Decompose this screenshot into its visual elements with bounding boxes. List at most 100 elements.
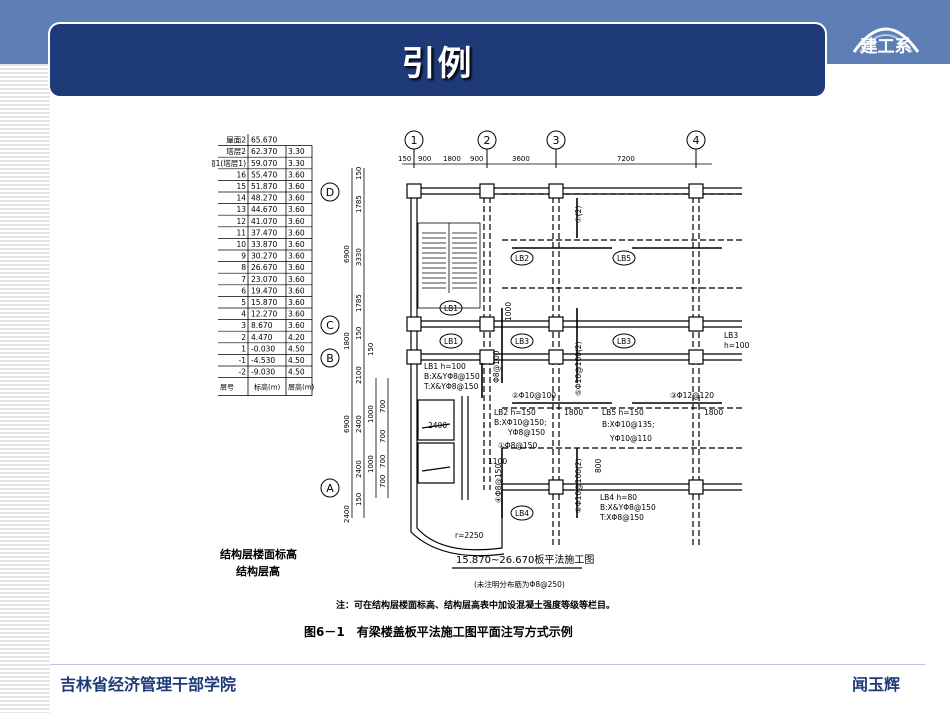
axis-row-A: A (326, 482, 334, 495)
footer-institution: 吉林省经济管理干部学院 (60, 675, 237, 694)
anno-lb3-a: LB3 (724, 331, 738, 340)
table-floor: 10 (236, 240, 246, 249)
anno-bar2: ②Φ10@100 (512, 391, 556, 400)
anno-lb4-a: LB4 h=80 (600, 493, 637, 502)
dim-left-3: 1785 (355, 294, 363, 312)
table-elevation: 59.070 (251, 159, 277, 168)
slab-lb3-b: LB3 (612, 333, 636, 349)
table-elevation: 55.470 (251, 170, 277, 179)
anno-bar6: ⑥Φ10@100(2) (574, 458, 583, 513)
table-floor: 屋面1(塔层1) (212, 158, 246, 168)
slab-lb1-a: LB1 (439, 300, 463, 316)
axis-col-1: 1 (411, 134, 418, 147)
table-floor: 13 (236, 205, 246, 214)
axis-row-B: B (326, 352, 334, 365)
table-elevation: 4.470 (251, 333, 273, 342)
table-head: 层号 (220, 384, 234, 392)
table-height: 3.60 (288, 298, 305, 307)
table-height: 3.60 (288, 286, 305, 295)
table-head: 层高(m) (288, 383, 315, 392)
table-elevation: 12.270 (251, 310, 277, 319)
dim-top-5: 7200 (617, 155, 635, 163)
table-height: 3.60 (288, 228, 305, 237)
dim-left-total-1: 1800 (343, 332, 351, 350)
left-decor-strip (0, 64, 50, 713)
anno-lb4-c: T:XΦ8@150 (599, 513, 644, 522)
anno-bar3: ③Φ12@120 (670, 391, 714, 400)
axis-col-3: 3 (553, 134, 560, 147)
table-height: 3.60 (288, 240, 305, 249)
anno-lb4-b: B:X&YΦ8@150 (600, 503, 656, 512)
anno-lb5-c: YΦ10@110 (609, 434, 652, 443)
table-floor: 14 (236, 194, 246, 203)
table-floor: 2 (241, 333, 246, 342)
table-elevation: -9.030 (251, 368, 275, 377)
slab-lb1-b: LB1 (439, 333, 463, 349)
dept-logo-icon (852, 27, 920, 53)
dim-left-15: 150 (355, 493, 363, 506)
table-height: 4.50 (288, 344, 305, 353)
anno-dim1800b: 1800 (704, 408, 723, 417)
anno-bar1: ①Φ8@150 (498, 441, 537, 450)
dim-left-6: 2100 (355, 366, 363, 384)
anno-dim1100: 1100 (488, 457, 507, 466)
dim-left-total-3: 2400 (343, 505, 351, 523)
anno-lb2-b: B:XΦ10@150; (494, 418, 547, 427)
dim-left-12: 1000 (367, 455, 375, 473)
dim-left-1: 1785 (355, 195, 363, 213)
table-height: 3.60 (288, 275, 305, 284)
slide-title: 引例 (401, 43, 474, 84)
footer-divider (50, 664, 925, 665)
anno-lb1-b: B:X&YΦ8@150 (424, 372, 480, 381)
anno-lb3-b: h=100 (724, 341, 750, 350)
table-elevation: 41.070 (251, 217, 277, 226)
table-floor: 11 (236, 228, 246, 237)
table-elevation: 8.670 (251, 321, 273, 330)
anno-bar5: ⑤Φ10@100(2) (574, 341, 583, 396)
table-elevation: 48.270 (251, 194, 277, 203)
anno-lb5-b: B:XΦ10@135; (602, 420, 655, 429)
anno-lb5-a: LB5 h=150 (602, 408, 644, 417)
table-elevation: 44.670 (251, 205, 277, 214)
slab-lb3-a: LB3 (510, 333, 534, 349)
axis-row-D: D (326, 186, 334, 199)
anno-lb2-a: LB2 h=150 (494, 408, 536, 417)
table-elevation: -4.530 (251, 356, 275, 365)
svg-text:LB3: LB3 (515, 337, 529, 346)
table-height: 3.60 (288, 310, 305, 319)
table-height: 3.60 (288, 217, 305, 226)
table-elevation: 65.670 (251, 136, 277, 145)
dim-left-10: 2400 (355, 415, 363, 433)
dim-left-7: 700 (379, 400, 387, 413)
structural-drawing: 屋面265.670塔层262.3703.30屋面1(塔层1)59.0703.30… (212, 130, 750, 639)
table-floor: 1 (241, 344, 246, 353)
table-height: 3.60 (288, 205, 305, 214)
table-height: 3.60 (288, 263, 305, 272)
anno-lb1-a: LB1 h=100 (424, 362, 466, 371)
anno-bar8: Φ8@100 (492, 350, 501, 383)
dim-top-2: 1800 (443, 155, 461, 163)
anno-dim2400: 2400 (428, 421, 447, 430)
svg-text:LB5: LB5 (617, 254, 631, 263)
svg-text:LB1: LB1 (444, 337, 458, 346)
axis-col-4: 4 (693, 134, 700, 147)
table-caption-2: 结构层高 (235, 564, 280, 578)
slab-lb2: LB2 (510, 250, 534, 266)
svg-text:LB3: LB3 (617, 337, 631, 346)
dim-left-0: 150 (355, 167, 363, 180)
table-floor: 7 (241, 275, 246, 284)
anno-bar4: ④Φ8@150 (494, 464, 503, 503)
table-floor: 4 (241, 310, 246, 319)
table-floor: -1 (239, 356, 247, 365)
dim-top-4: 3600 (512, 155, 530, 163)
table-caption-1: 结构层楼面标高 (219, 547, 297, 561)
anno-dim800: 800 (594, 458, 603, 473)
table-floor: 5 (241, 298, 246, 307)
dim-left-2: 3330 (355, 248, 363, 266)
table-height: 3.60 (288, 321, 305, 330)
table-height: 3.60 (288, 194, 305, 203)
slab-lb5: LB5 (612, 250, 636, 266)
figure-caption: 图6－1 有梁楼盖板平法施工图平面注写方式示例 (304, 624, 573, 639)
anno-radius: r=2250 (455, 531, 484, 540)
dim-left-5: 150 (367, 343, 375, 356)
